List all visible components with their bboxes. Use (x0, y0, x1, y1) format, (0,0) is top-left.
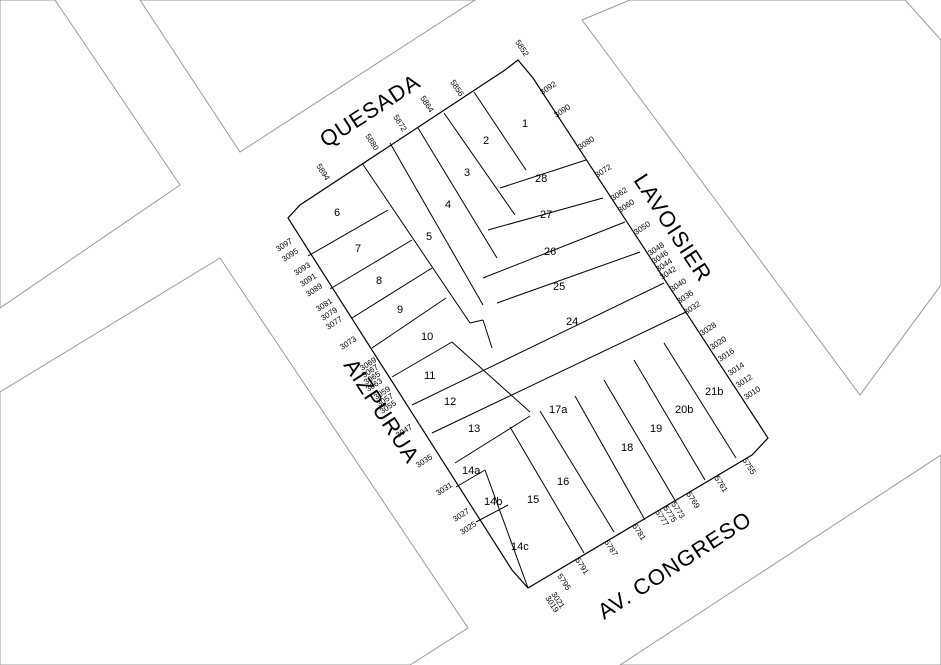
door-number: 3050 (632, 219, 652, 237)
door-number: 5880 (363, 132, 381, 152)
door-number: 3016 (716, 346, 736, 364)
door-number: 3090 (552, 102, 572, 120)
door-number: 5864 (418, 94, 436, 114)
door-number: 3073 (338, 334, 358, 352)
parcel-label: 13 (468, 423, 480, 435)
door-number: 5761 (712, 474, 730, 494)
parcel-label: 26 (544, 246, 556, 258)
door-number: 3010 (742, 384, 762, 402)
parcel-label: 6 (334, 207, 340, 219)
door-number: 5795 (555, 572, 573, 592)
parcel-label: 14b (484, 496, 502, 508)
parcel-label: 10 (421, 331, 433, 343)
door-number: 3031 (434, 480, 454, 498)
door-number: 3092 (538, 79, 558, 97)
lot-lines (307, 91, 737, 589)
door-number: 5781 (630, 522, 648, 542)
door-number: 5755 (740, 456, 758, 476)
parcel-label: 25 (553, 281, 565, 293)
parcel-label: 20b (675, 404, 693, 416)
door-number: 3060 (616, 197, 636, 215)
door-number: 5852 (513, 38, 531, 58)
parcel-label: 17a (549, 404, 568, 416)
parcel-label: 19 (650, 423, 662, 435)
parcel-label: 1 (522, 118, 528, 130)
door-number: 3072 (593, 162, 613, 180)
door-number: 3028 (698, 320, 718, 338)
door-number: 3025 (458, 519, 478, 537)
parcel-label: 27 (540, 209, 552, 221)
parcel-label: 4 (445, 199, 451, 211)
parcel-label: 2 (483, 135, 489, 147)
parcel-label: 3 (464, 167, 470, 179)
door-number: 5769 (684, 490, 702, 510)
block-outline (287, 59, 769, 589)
door-number: 5791 (573, 556, 591, 576)
door-number: 5872 (391, 113, 409, 133)
door-number: 3027 (451, 506, 471, 524)
parcel-label: 12 (444, 396, 456, 408)
parcel-label: 14c (511, 541, 529, 553)
door-number: 5856 (448, 78, 466, 98)
parcel-labels: 1 2 3 4 5 6 7 8 9 10 11 12 13 14a 14b 14… (334, 118, 723, 553)
parcel-label: 15 (527, 494, 539, 506)
parcel-label: 8 (376, 275, 382, 287)
door-number: 3080 (576, 134, 596, 152)
parcel-label: 14a (462, 465, 481, 477)
parcel-label: 24 (566, 316, 578, 328)
door-number: 5787 (602, 538, 620, 558)
parcel-label: 21b (705, 386, 723, 398)
parcel-label: 16 (557, 476, 569, 488)
parcel-label: 9 (397, 304, 403, 316)
parcel-label: 18 (621, 442, 633, 454)
parcel-label: 5 (426, 231, 432, 243)
door-number: 5894 (314, 162, 332, 182)
parcel-label: 11 (424, 370, 435, 382)
parcel-label: 7 (355, 243, 361, 255)
parcel-label: 28 (535, 173, 547, 185)
